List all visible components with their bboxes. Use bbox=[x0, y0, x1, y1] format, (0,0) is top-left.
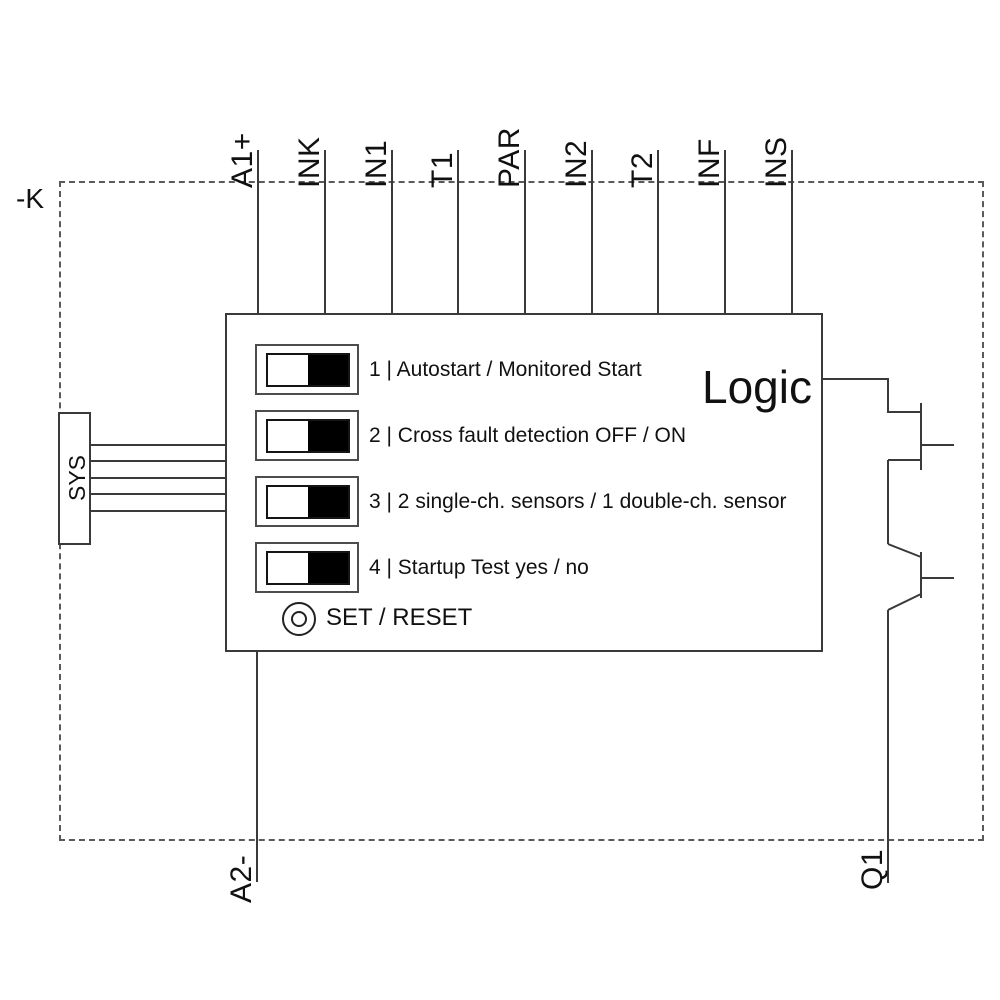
terminal-line-ink bbox=[324, 150, 326, 313]
dip-switch-4-on-side bbox=[308, 553, 348, 583]
terminal-label-a2minus: A2- bbox=[225, 854, 258, 903]
dip-switch-2-label: 2 | Cross fault detection OFF / ON bbox=[369, 424, 687, 447]
terminal-line-in2 bbox=[591, 150, 593, 313]
dip-switch-1-slider bbox=[266, 353, 350, 387]
dip-switch-3-on-side bbox=[308, 487, 348, 517]
terminal-label-q1: Q1 bbox=[856, 848, 889, 890]
semiconductor-output-symbol-2 bbox=[887, 543, 954, 611]
dip-switch-1-label: 1 | Autostart / Monitored Start bbox=[369, 358, 642, 381]
terminal-line-a1plus bbox=[257, 150, 259, 313]
dip-switch-4-slider bbox=[266, 551, 350, 585]
dip-switch-3-slider bbox=[266, 485, 350, 519]
sys-bus-line-4 bbox=[91, 493, 225, 495]
sys-bus-line-2 bbox=[91, 460, 225, 462]
sys-bus-line-3 bbox=[91, 477, 225, 479]
set-reset-button[interactable] bbox=[282, 602, 316, 636]
sys-bus-line-1 bbox=[91, 444, 225, 446]
dip-switch-1[interactable] bbox=[255, 344, 359, 395]
dip-switch-4-label: 4 | Startup Test yes / no bbox=[369, 556, 589, 579]
device-ref-label: -K bbox=[16, 183, 44, 214]
logic-output-wire bbox=[823, 378, 921, 413]
dip-switch-2[interactable] bbox=[255, 410, 359, 461]
dip-switch-3[interactable] bbox=[255, 476, 359, 527]
sys-port-box bbox=[58, 412, 91, 545]
terminal-line-inf bbox=[724, 150, 726, 313]
terminal-line-ins bbox=[791, 150, 793, 313]
terminal-line-in1 bbox=[391, 150, 393, 313]
dip-switch-1-on-side bbox=[308, 355, 348, 385]
dip-switch-4[interactable] bbox=[255, 542, 359, 593]
terminal-line-t2 bbox=[657, 150, 659, 313]
dip-switch-2-slider bbox=[266, 419, 350, 453]
set-reset-label: SET / RESET bbox=[326, 604, 473, 631]
terminal-line-par bbox=[524, 150, 526, 313]
sys-bus-line-5 bbox=[91, 510, 225, 512]
terminal-line-t1 bbox=[457, 150, 459, 313]
logic-title: Logic bbox=[702, 361, 812, 413]
terminal-line-a2minus bbox=[256, 652, 258, 882]
dip-switch-3-label: 3 | 2 single-ch. sensors / 1 double-ch. … bbox=[369, 490, 787, 513]
semiconductor-output-symbol-1 bbox=[888, 403, 954, 470]
set-reset-button-dot bbox=[291, 611, 307, 627]
dip-switch-2-on-side bbox=[308, 421, 348, 451]
